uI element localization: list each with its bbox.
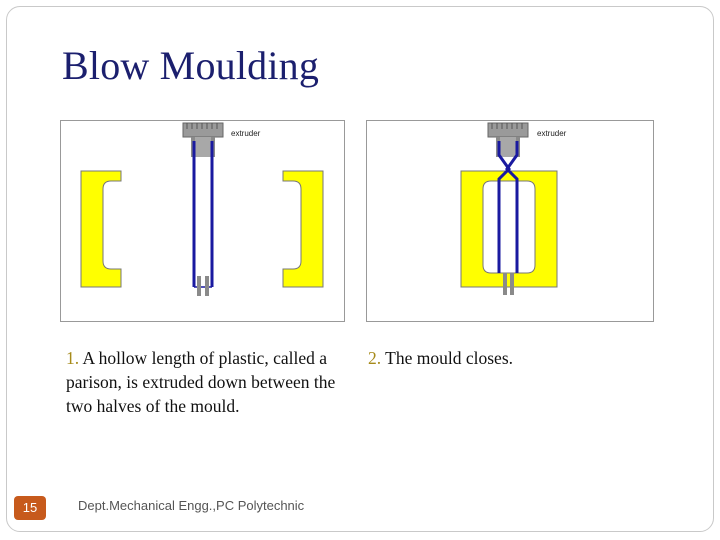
mould-half-left	[80, 170, 122, 288]
mould-open-illustration: extruder	[80, 122, 324, 296]
extruder	[182, 122, 224, 157]
parison	[497, 141, 519, 273]
parison-pinch	[503, 273, 514, 295]
step-text: A hollow length of plastic, called a par…	[66, 348, 336, 416]
slide-frame	[6, 6, 714, 532]
mould-closed	[460, 170, 558, 288]
footer-text: Dept.Mechanical Engg.,PC Polytechnic	[78, 498, 305, 513]
page-number-badge: 15	[14, 496, 46, 520]
caption-step-2: 2. The mould closes.	[368, 346, 668, 370]
caption-step-1: 1. A hollow length of plastic, called a …	[66, 346, 346, 418]
slide-title: Blow Moulding	[62, 43, 320, 88]
mould-half-right	[282, 170, 324, 288]
extruder-label: extruder	[537, 129, 567, 138]
step-number: 2.	[368, 348, 382, 368]
diagram-mould-closed: extruder	[366, 120, 654, 322]
mould-closed-illustration: extruder	[460, 122, 567, 295]
extruder	[487, 122, 529, 157]
extruder-label: extruder	[231, 129, 261, 138]
step-text: The mould closes.	[381, 348, 514, 368]
diagram-mould-open: extruder	[60, 120, 345, 322]
step-number: 1.	[66, 348, 80, 368]
parison	[192, 141, 214, 296]
